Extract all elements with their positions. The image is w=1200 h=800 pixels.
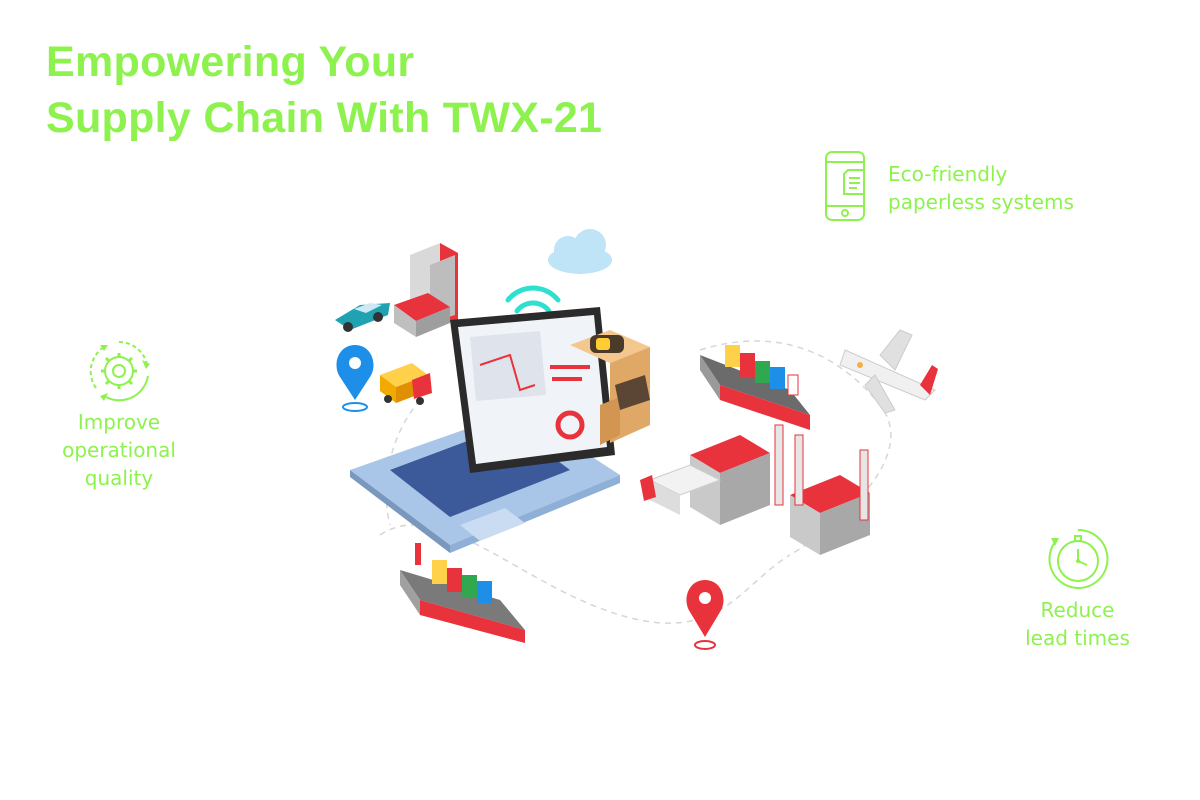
feature-lead-line-1: Reduce bbox=[1040, 598, 1115, 622]
headline-line-1: Empowering Your bbox=[46, 38, 415, 86]
container-ship-icon bbox=[700, 345, 810, 430]
feature-quality-line-2: operational bbox=[62, 438, 176, 462]
feature-operational-quality: Improve operational quality bbox=[44, 336, 194, 492]
cloud-icon bbox=[548, 229, 612, 274]
feature-quality-line-3: quality bbox=[84, 466, 154, 490]
stopwatch-icon bbox=[1048, 528, 1108, 589]
semi-truck-icon bbox=[640, 464, 722, 515]
container-ship-bottom-icon bbox=[400, 543, 525, 643]
smartphone-document-icon bbox=[825, 151, 865, 221]
feature-lead-line-2: lead times bbox=[1025, 626, 1130, 650]
factory-icon bbox=[690, 424, 870, 555]
office-buildings-icon bbox=[394, 243, 458, 337]
feature-quality-line-1: Improve bbox=[77, 410, 161, 434]
delivery-truck-icon bbox=[380, 363, 432, 405]
location-pin-blue-icon bbox=[336, 345, 374, 412]
feature-eco-line-2: paperless systems bbox=[888, 190, 1074, 214]
feature-eco-line-1: Eco-friendly bbox=[888, 162, 1008, 186]
cargo-boxes-icon bbox=[570, 330, 650, 445]
page-headline: Empowering Your Supply Chain With TWX-21 bbox=[46, 34, 602, 146]
airplane-icon bbox=[839, 329, 938, 414]
location-pin-red-icon bbox=[686, 580, 724, 650]
laptop-icon bbox=[350, 307, 620, 553]
car-icon bbox=[335, 303, 390, 332]
headline-line-2: Supply Chain With TWX-21 bbox=[46, 94, 603, 142]
supply-chain-illustration bbox=[335, 229, 938, 650]
gear-cycle-icon bbox=[89, 341, 150, 402]
feature-lead-times: Reduce lead times bbox=[1010, 526, 1145, 652]
